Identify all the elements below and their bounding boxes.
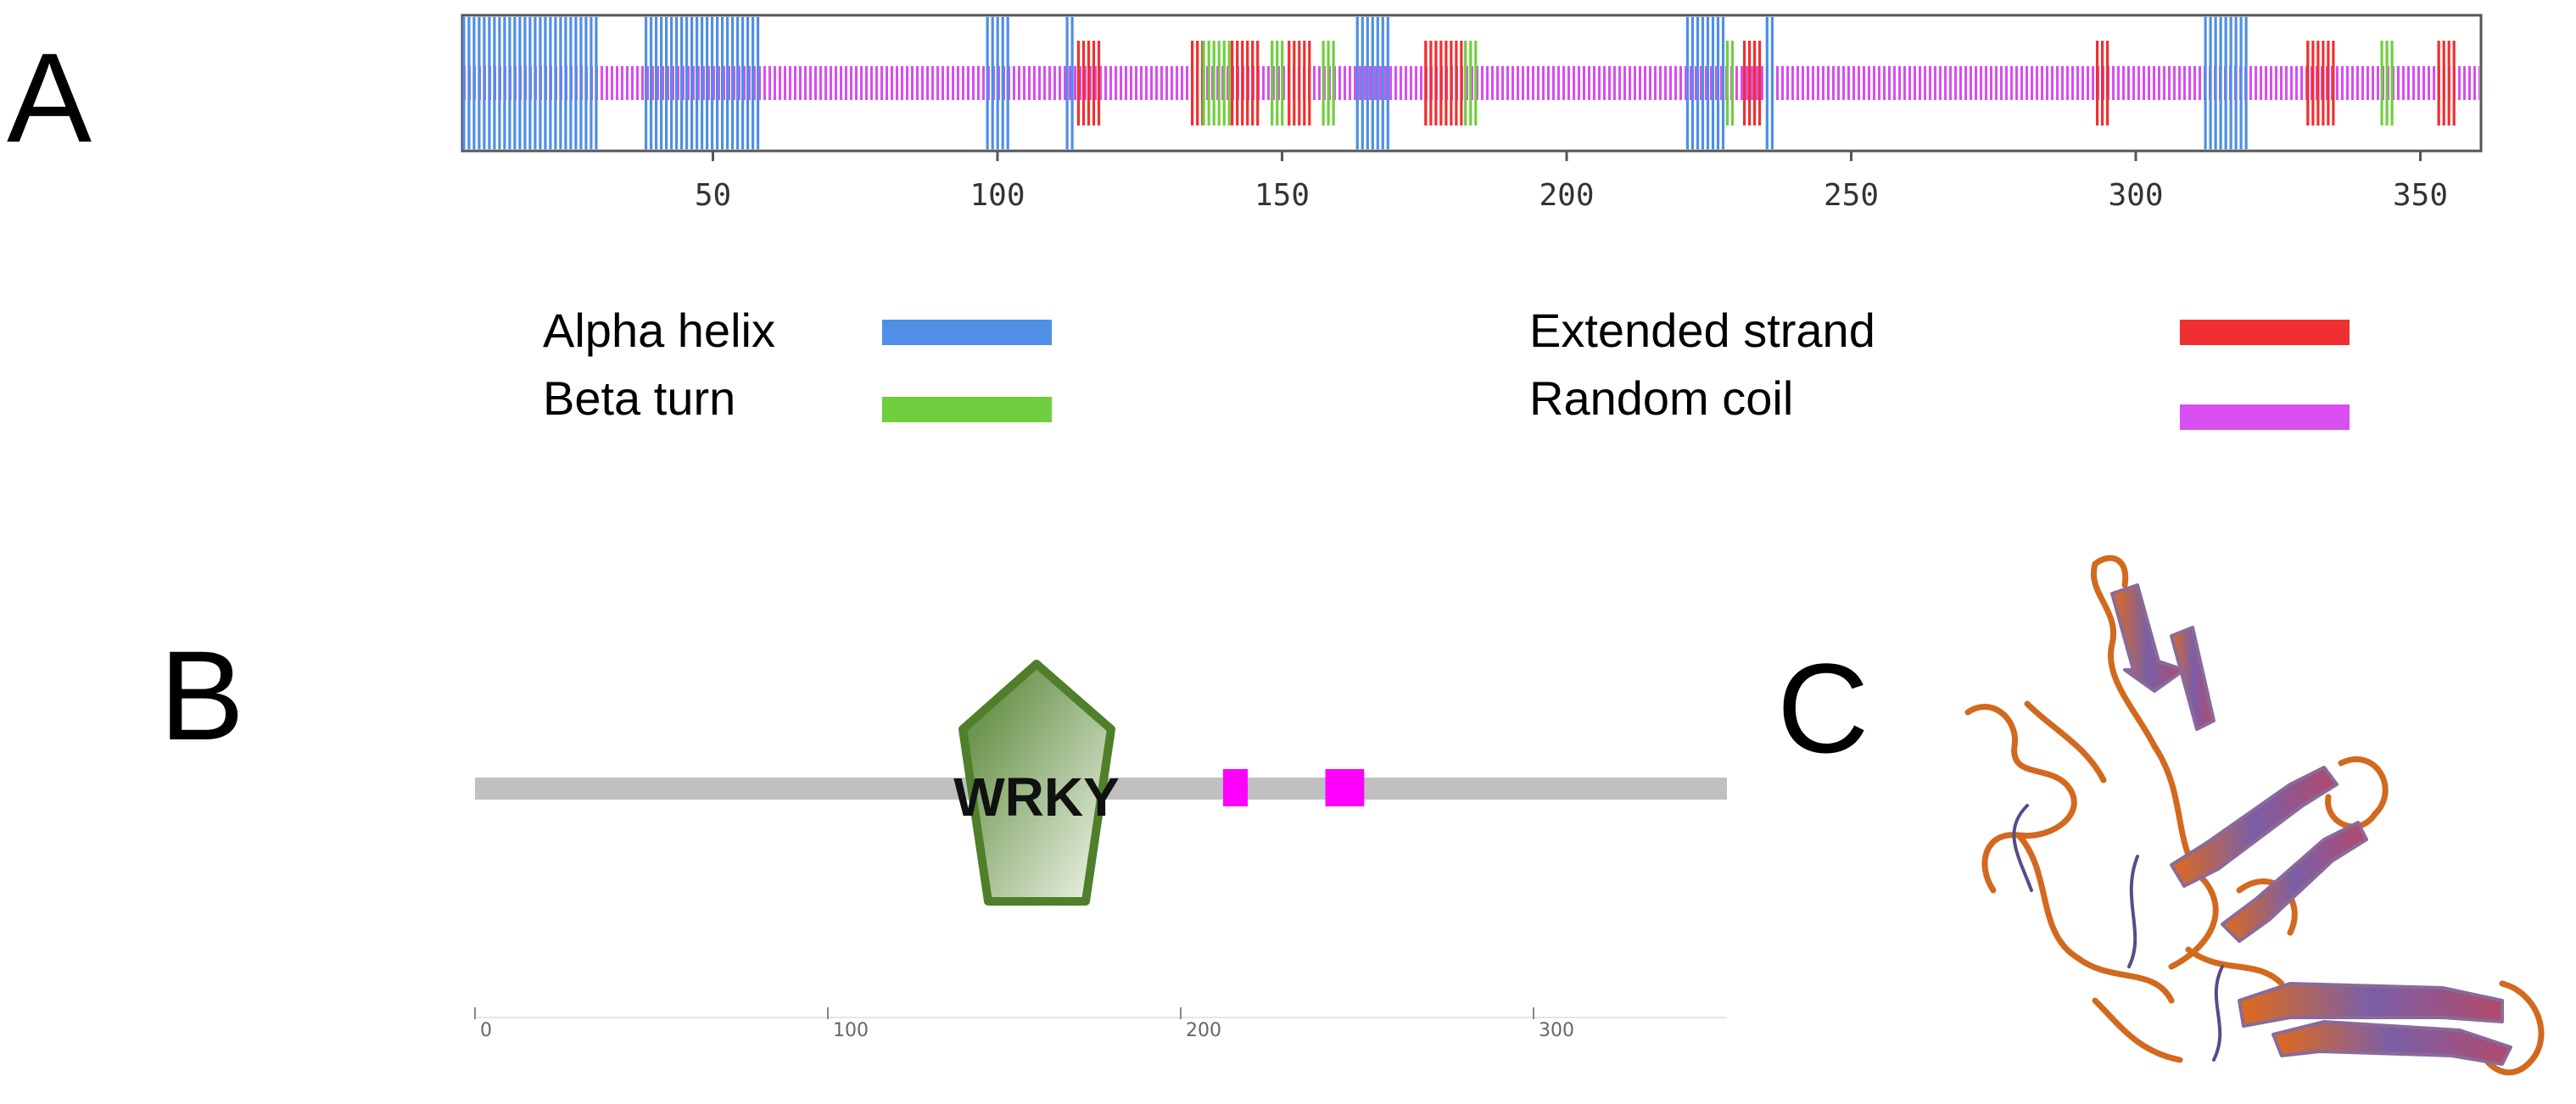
segment-helix-1 [645,17,760,149]
axis-tick-label-50: 50 [695,178,731,213]
legend-label-extended-strand: Extended strand [1529,304,1875,357]
segment-strand-18 [2096,41,2109,125]
legend-swatch-random-coil [2180,404,2350,430]
legend-swatch-extended-strand [2180,320,2350,345]
axis-tick-label-200: 200 [1539,178,1594,213]
segment-helix-3 [1065,17,1074,149]
segment-helix-2 [986,17,1009,149]
segment-helix-14 [1685,17,1725,149]
ribbon-loops [1964,555,2545,1076]
segment-strand-12 [1424,41,1463,125]
panel-letter-a: A [7,26,92,169]
motif-2 [1325,769,1365,806]
legend-label-random-coil: Random coil [1529,371,1794,425]
segment-turn-10 [1322,41,1335,125]
segment-turn-8 [1271,41,1284,125]
segment-turn-6 [1202,41,1231,125]
axis-tick-label-250: 250 [1824,178,1879,213]
segment-strand-20 [2306,41,2335,125]
panel-letter-b: B [159,624,245,767]
legend-swatch-alpha-helix [882,320,1052,345]
segment-turn-13 [1464,41,1478,125]
secondary-structure-track: 50 100 150 200 250 300 350 [461,14,2483,213]
axis-tick-label-150: 150 [1254,178,1310,213]
axis-tick-label-300: 300 [2108,178,2163,213]
panel-letter-c: C [1777,637,1869,779]
segment-strand-7 [1231,41,1260,125]
axis-tick-label-350: 350 [2393,178,2448,213]
segment-strand-4 [1076,41,1101,125]
protein-backbone [475,778,1727,800]
segment-helix-17 [1765,17,1774,149]
segment-turn-21 [2380,41,2394,125]
domain-tick-label-200: 200 [1186,1020,1221,1041]
legend-swatch-beta-turn [882,397,1052,422]
loop-highlights [2012,804,2224,1062]
segment-helix-11 [1355,17,1389,149]
segment-turn-15 [1725,41,1735,125]
wrky-domain [958,660,1115,906]
domain-tick-label-300: 300 [1539,1020,1574,1041]
segment-strand-5 [1191,41,1204,125]
motif-1 [1222,769,1249,806]
domain-tick-label-100: 100 [833,1020,869,1041]
segment-strand-9 [1288,41,1311,125]
segment-helix-0 [462,17,598,149]
segment-helix-19 [2204,17,2248,149]
segment-strand-16 [1743,41,1762,125]
legend-label-alpha-helix: Alpha helix [543,304,775,357]
wrky-domain-label: WRKY [953,767,1120,828]
legend-label-beta-turn: Beta turn [543,371,736,425]
domain-tick-label-0: 0 [480,1020,492,1041]
axis-tick-label-100: 100 [969,178,1025,213]
beta-sheets [2110,583,2512,1066]
segment-strand-22 [2437,41,2456,125]
